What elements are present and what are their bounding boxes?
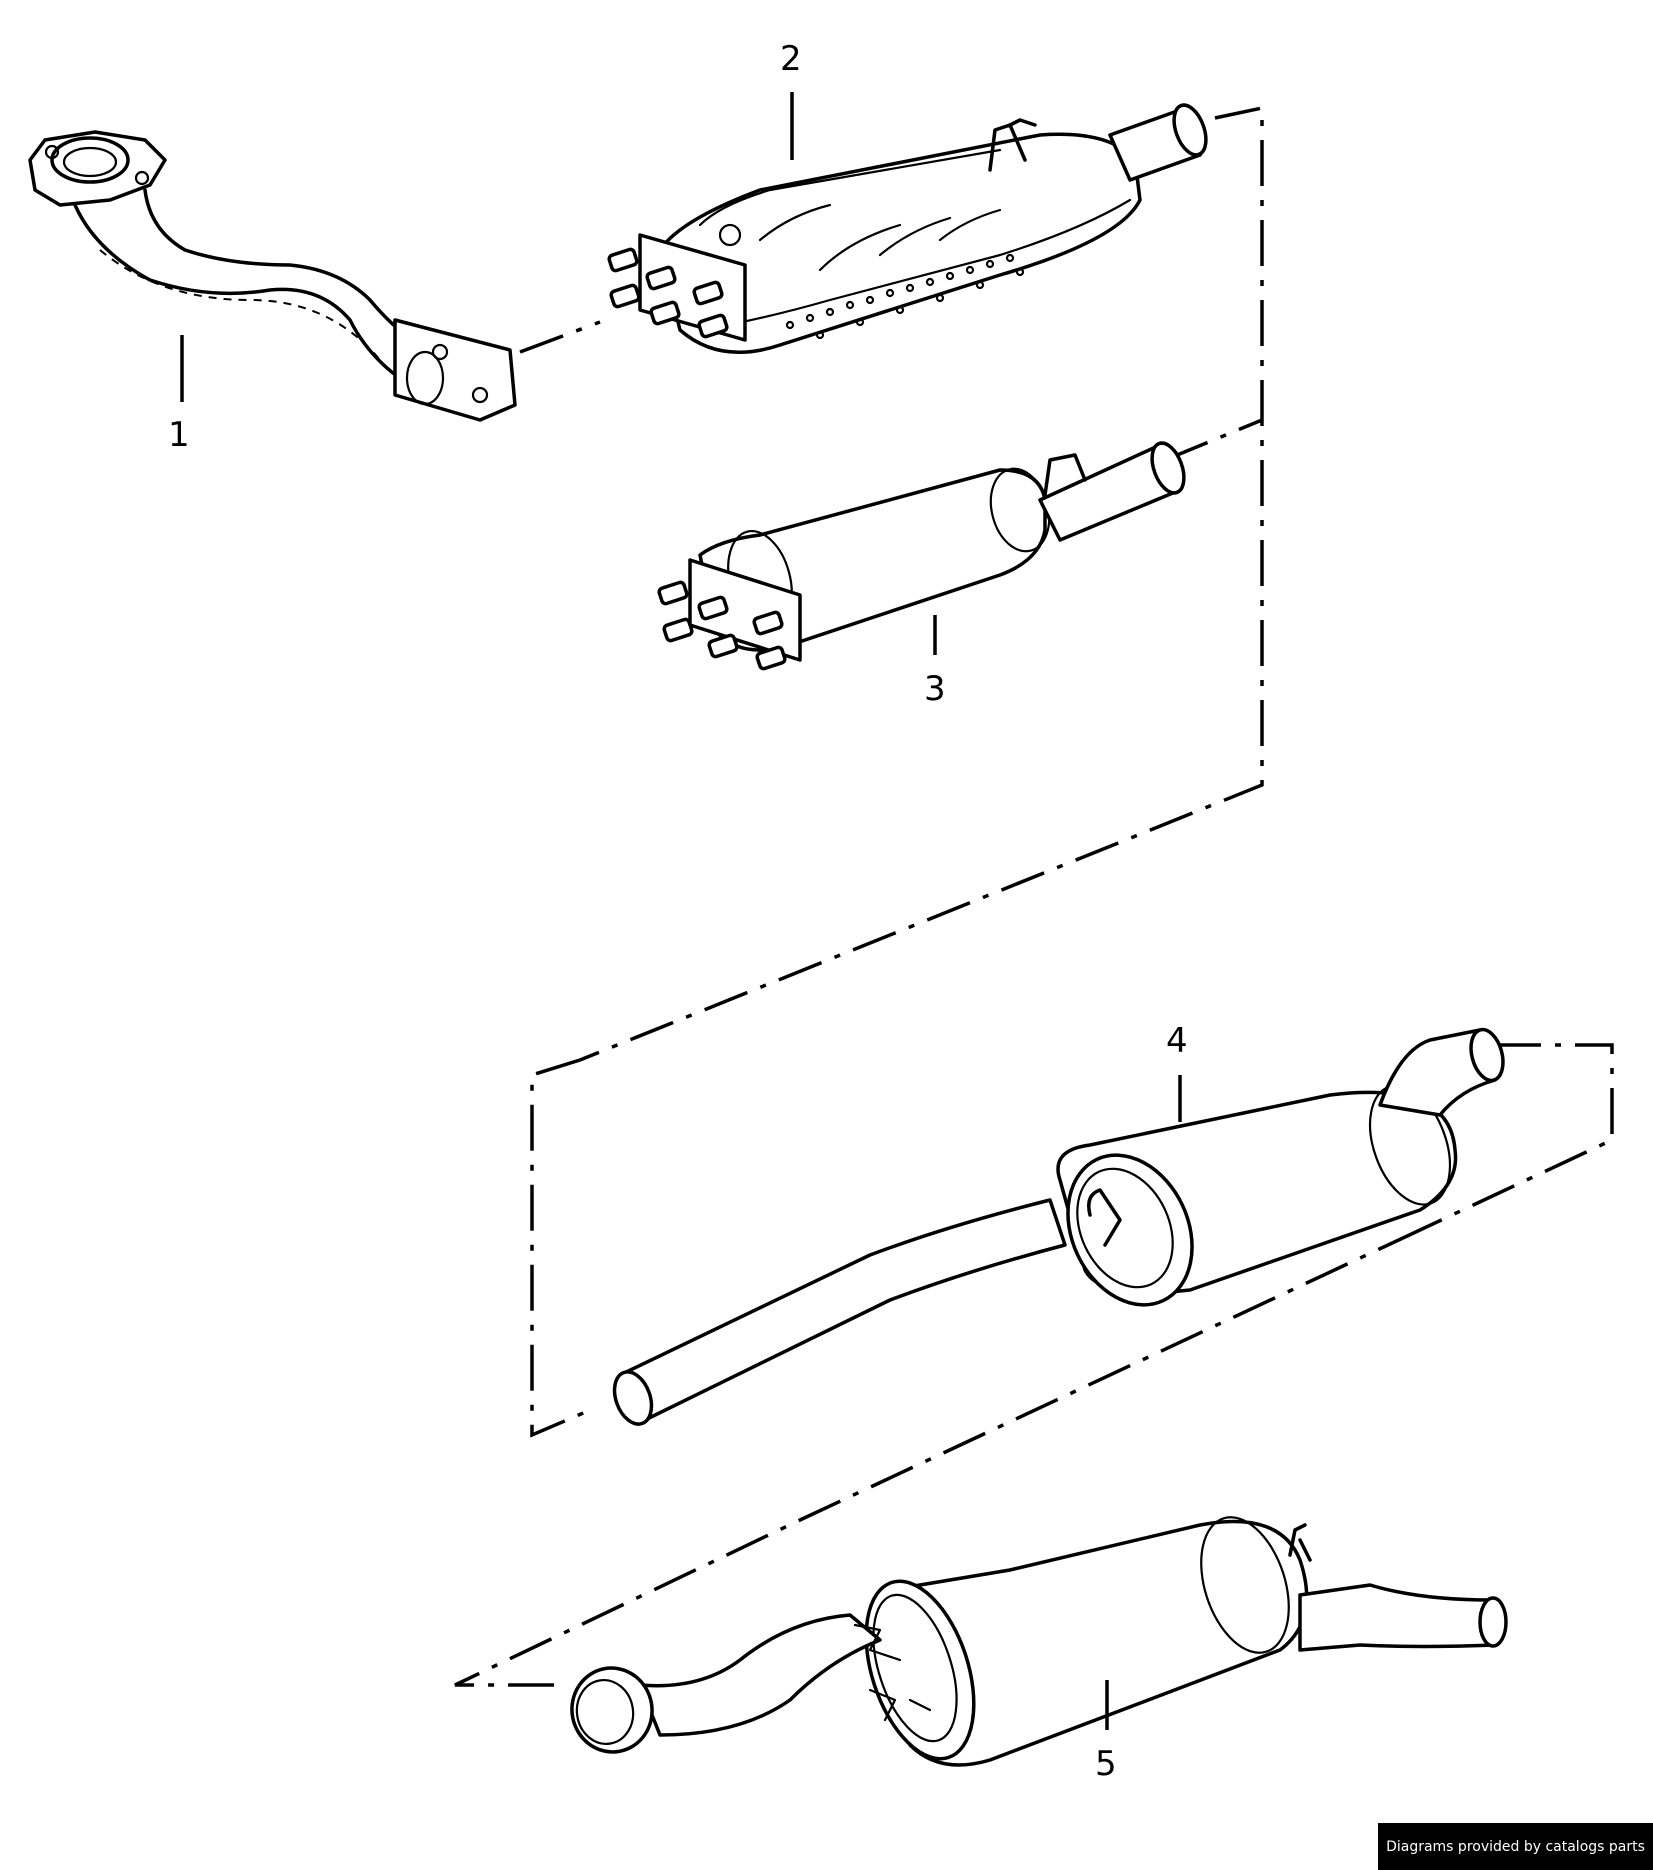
diagram-credit-text: Diagrams provided by catalogs parts <box>1386 1838 1645 1855</box>
part-2-catalytic-converter <box>607 103 1208 355</box>
part-5-rear-muffler <box>570 1516 1508 1767</box>
connection-line-1-2 <box>519 320 601 354</box>
part-1-number: 1 <box>168 415 190 455</box>
connection-line-4-5 <box>454 1228 1421 1687</box>
part-1-front-pipe <box>28 130 517 422</box>
part-5-number: 5 <box>1095 1744 1117 1784</box>
part-4-middle-muffler <box>612 1027 1505 1426</box>
connection-bracket-4-left <box>530 1058 596 1438</box>
connection-line-3-bracket <box>1164 418 1263 462</box>
part-3-front-muffler <box>657 441 1186 671</box>
diagram-credit-badge: Diagrams provided by catalogs parts <box>1378 1823 1653 1870</box>
part-2-number: 2 <box>780 39 802 79</box>
part-4-number: 4 <box>1166 1021 1188 1061</box>
connection-bracket-4-right <box>1419 1043 1614 1232</box>
part-3-number: 3 <box>924 669 946 709</box>
connection-line-2-4 <box>579 105 1264 1062</box>
